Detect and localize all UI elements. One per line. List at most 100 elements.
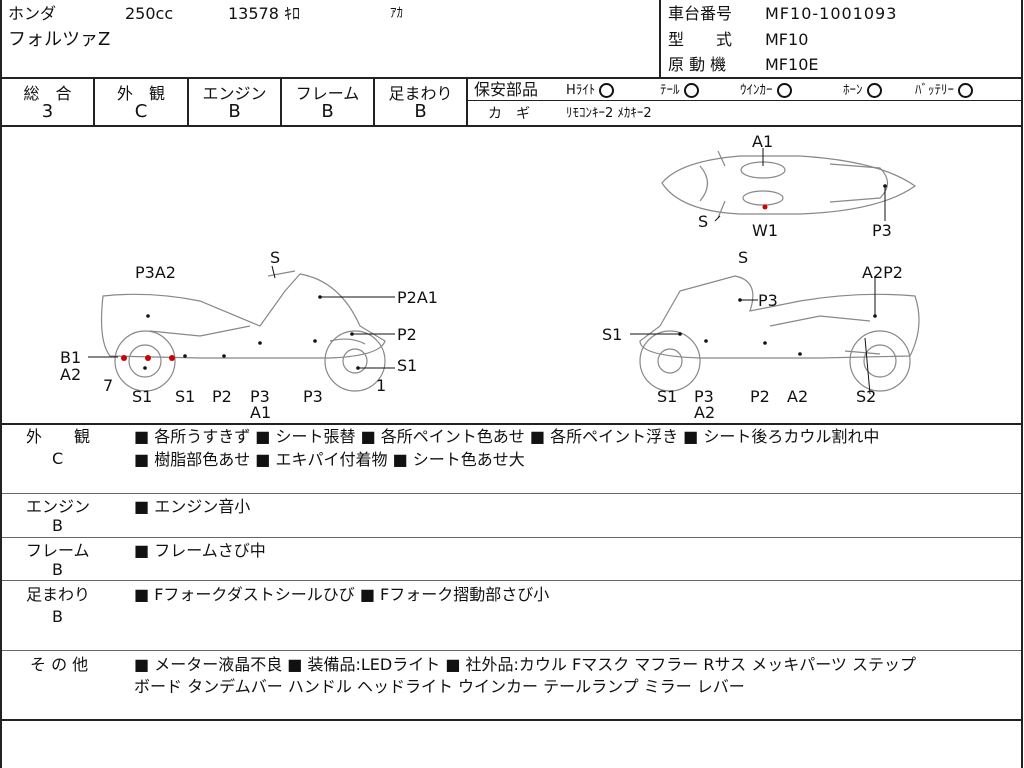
safety-battery-label: ﾊﾞｯﾃﾘｰ <box>915 83 954 98</box>
diagram-label: S1 <box>175 387 196 406</box>
ok-mark-icon <box>683 83 699 98</box>
grade-divider <box>466 78 468 126</box>
remark-suspension-label: 足まわり <box>26 585 91 604</box>
diagram-label: S1 <box>397 356 418 375</box>
grade-divider <box>93 78 95 126</box>
type-label: 型 式 <box>668 30 733 49</box>
frame-left-border <box>0 0 2 768</box>
remark-exterior-line: ■ 各所うすきず ■ シート張替 ■ 各所ペイント色あせ ■ 各所ペイント浮き … <box>134 427 880 446</box>
grade-suspension-label: 足まわり <box>388 84 453 103</box>
mileage: 13578 ｷﾛ <box>228 4 300 23</box>
frame-number: MF10-1001093 <box>765 4 898 23</box>
safety-taillight: ﾃｰﾙ <box>660 81 699 101</box>
remark-frame-label: フレーム <box>26 541 90 560</box>
diagram-label: P3 <box>250 387 270 406</box>
remark-engine-line: ■ エンジン音小 <box>134 497 251 516</box>
scooter-top-view <box>661 150 917 219</box>
grade-overall-value: 3 <box>41 101 54 122</box>
diagram-label: B1 <box>60 348 82 367</box>
diagram-label: A1 <box>752 132 774 151</box>
diagram-label: A2P2 <box>862 263 903 282</box>
key-value: ﾘﾓｺﾝｷｰ2 ﾒｶｷｰ2 <box>566 106 652 121</box>
remark-frame-grade: B <box>52 560 63 579</box>
grade-frame-value: B <box>321 101 334 122</box>
grade-frame-label: フレーム <box>295 84 360 103</box>
safety-horn-label: ﾎｰﾝ <box>843 83 863 98</box>
divider-remarks-bottom <box>0 719 1023 721</box>
remark-divider <box>2 650 1021 651</box>
diagram-label: S <box>698 212 709 231</box>
header-divider <box>659 0 661 78</box>
body-color: ｱｶ <box>390 6 403 21</box>
frame-number-label: 車台番号 <box>668 4 733 23</box>
diagram-label: S2 <box>856 387 877 406</box>
diagram-label: S <box>738 248 749 267</box>
engine-model-label: 原 動 機 <box>668 55 727 74</box>
diagram-label: P2 <box>212 387 232 406</box>
model-name: フォルツァZ <box>8 29 111 50</box>
safety-horn: ﾎｰﾝ <box>843 81 882 101</box>
remark-suspension-grade: B <box>52 607 63 626</box>
remark-exterior-label: 外 観 <box>26 427 91 446</box>
divider-grades <box>0 125 1023 127</box>
diagram-label: 1 <box>376 376 387 395</box>
remark-exterior-grade: C <box>52 449 64 468</box>
diagram-label: P3 <box>872 221 892 240</box>
grade-exterior-value: C <box>134 101 148 122</box>
remark-engine-grade: B <box>52 516 63 535</box>
ok-mark-icon <box>958 83 973 98</box>
safety-headlight-label: Hﾗｲﾄ <box>566 83 596 98</box>
damage-diagram <box>88 148 920 395</box>
safety-winker-label: ｳｲﾝｶｰ <box>740 83 773 98</box>
damage-marker <box>145 355 151 361</box>
remark-suspension-line: ■ Fフォークダストシールひび ■ Fフォーク摺動部さび小 <box>134 585 550 604</box>
diagram-label: S <box>270 248 281 267</box>
safety-battery: ﾊﾞｯﾃﾘｰ <box>915 81 973 101</box>
diagram-label: S1 <box>132 387 153 406</box>
scooter-left-view <box>100 270 386 392</box>
grade-divider <box>187 78 189 126</box>
grade-engine-label: エンジン <box>202 84 267 103</box>
diagram-label: A2 <box>60 365 82 384</box>
diagram-label: P3 <box>758 291 778 310</box>
diagram-label: A2 <box>787 387 809 406</box>
diagram-label: A2 <box>694 403 716 422</box>
diagram-label: S1 <box>602 325 623 344</box>
displacement: 250cc <box>125 4 174 23</box>
remark-exterior-line: ■ 樹脂部色あせ ■ エキパイ付着物 ■ シート色あせ大 <box>134 450 525 469</box>
diagram-label: P2 <box>397 325 417 344</box>
diagram-label: P3 <box>694 387 714 406</box>
grade-engine-value: B <box>228 101 241 122</box>
diagram-label: P2A1 <box>397 288 438 307</box>
scooter-right-view <box>639 275 920 392</box>
safety-winker: ｳｲﾝｶｰ <box>740 81 792 101</box>
diagram-label: A1 <box>250 403 272 422</box>
remark-other-label: そ の 他 <box>30 655 89 674</box>
remark-engine-label: エンジン <box>26 497 91 516</box>
type-value: MF10 <box>765 30 809 49</box>
frame-right-border <box>1021 0 1023 768</box>
ok-mark-icon <box>599 83 615 98</box>
safety-parts-label: 保安部品 <box>474 80 539 99</box>
damage-marker <box>762 204 768 210</box>
divider-safety <box>466 100 1023 101</box>
maker-name: ホンダ <box>8 4 57 23</box>
remark-frame-line: ■ フレームさび中 <box>134 541 266 560</box>
divider-header <box>0 77 1023 79</box>
remark-other-line: ボード タンデムバー ハンドル ヘッドライト ウインカー テールランプ ミラー … <box>134 677 745 696</box>
ok-mark-icon <box>866 83 882 98</box>
diagram-label: P3A2 <box>135 263 176 282</box>
damage-marker <box>169 355 175 361</box>
diagram-label: W1 <box>752 221 778 240</box>
divider-diagram <box>0 423 1023 425</box>
key-label: カ ギ <box>488 106 530 122</box>
grade-exterior-label: 外 観 <box>116 84 165 103</box>
grade-divider <box>373 78 375 126</box>
damage-marker <box>121 355 127 361</box>
diagram-label: P3 <box>303 387 323 406</box>
diagram-label: S1 <box>657 387 678 406</box>
safety-headlight: Hﾗｲﾄ <box>566 81 615 101</box>
remark-divider <box>2 493 1021 494</box>
engine-model-value: MF10E <box>765 55 819 74</box>
ok-mark-icon <box>776 83 792 98</box>
